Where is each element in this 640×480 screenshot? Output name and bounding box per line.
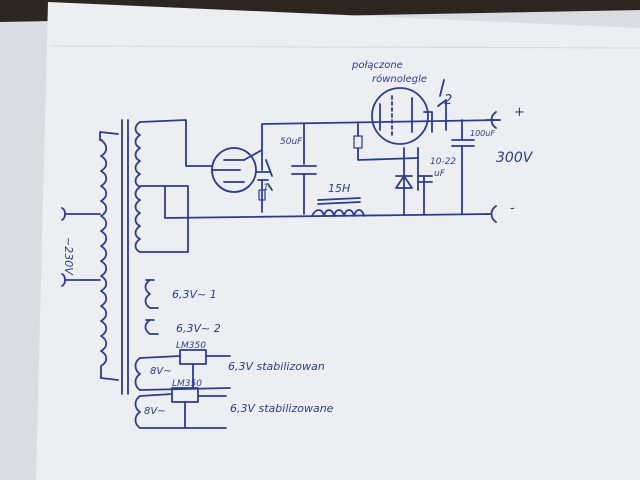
regulator-tube	[353, 79, 447, 191]
tube1-heater-mark: 1	[263, 183, 269, 193]
paper-sheet	[36, 2, 640, 480]
choke-15h-label: 15H	[328, 182, 350, 195]
transformer-primary	[61, 131, 119, 381]
zener-diode	[395, 163, 413, 215]
reg2-label: LM350	[172, 379, 202, 389]
v8-bottom-label: 8V~	[144, 406, 166, 417]
cap-50uf-label: 50uF	[280, 137, 303, 147]
transformer-secondary-hv	[134, 119, 491, 253]
output-capacitor-100uf	[451, 119, 475, 215]
choke-15h	[311, 197, 365, 217]
negative-terminal	[485, 205, 497, 223]
regulator-1	[134, 349, 231, 391]
filter-capacitor-50uf	[291, 123, 317, 215]
heater-winding-1	[144, 279, 159, 309]
v8-top-label: 8V~	[150, 366, 172, 377]
parallel-label-line2: równolegle	[372, 73, 427, 85]
cap-100uf-label: 100uF	[470, 129, 495, 138]
reg1-label: LM350	[176, 341, 206, 351]
stab2-label: 6,3V stabilizowane	[230, 402, 334, 415]
mains-voltage-label: ~230V	[62, 237, 75, 276]
hv-bus	[261, 119, 501, 151]
paper-fold-line	[49, 45, 640, 49]
cap-ref-label-1: 10-22	[430, 157, 456, 167]
stab1-label: 6,3V stabilizowan	[228, 360, 325, 373]
heater2-label: 6,3V~ 2	[176, 322, 221, 335]
parallel-label-line1: połączone	[351, 60, 403, 71]
tube-number-label: 2	[444, 93, 452, 108]
heater-winding-2	[144, 319, 159, 335]
regulator-2	[134, 387, 227, 429]
reference-capacitor	[417, 175, 433, 215]
cap-ref-label-2: uF	[434, 169, 446, 179]
minus-label: -	[510, 201, 515, 216]
plus-label: +	[514, 105, 525, 120]
output-voltage-label: 300V	[496, 150, 534, 166]
heater1-label: 6,3V~ 1	[172, 288, 217, 301]
positive-terminal	[485, 111, 501, 129]
